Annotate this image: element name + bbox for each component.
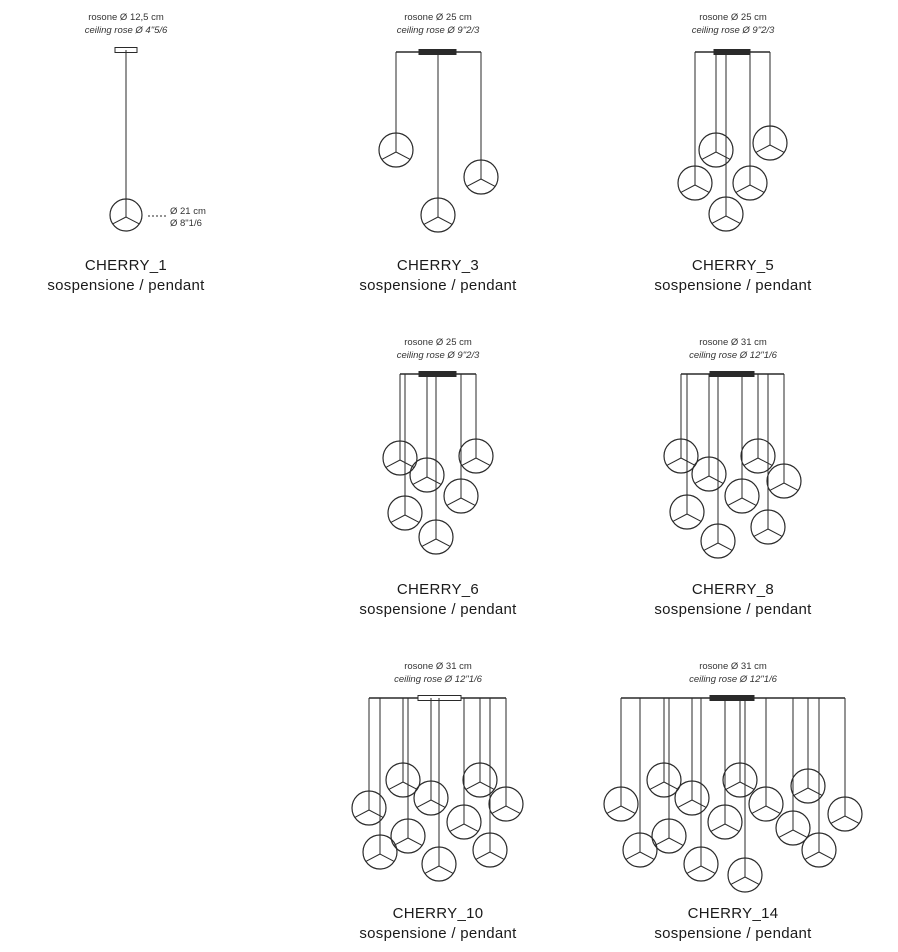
drawing-cherry-6 — [382, 371, 494, 555]
drawing-cherry-3 — [378, 49, 499, 233]
rose-size: rosone Ø 31 cm — [699, 661, 767, 672]
drawing-cherry-1 — [109, 47, 168, 232]
product-name-cherry-14: CHERRY_14 — [687, 905, 779, 922]
shade-inner-lines — [666, 457, 696, 466]
shade-inner-lines — [421, 538, 451, 547]
shade-dimension-cherry-1: Ø 21 cm Ø 8"1/6 — [170, 206, 206, 230]
shade-inner-lines — [725, 781, 755, 790]
shade-inner-lines — [491, 805, 521, 814]
ceiling-rose-spec-cherry-5: rosone Ø 25 cm ceiling rose Ø 9"2/3 — [633, 11, 833, 37]
ceiling-rose — [713, 49, 751, 55]
shade-inner-lines — [686, 865, 716, 874]
shade-inner-lines — [388, 781, 418, 790]
shade-inner-lines — [446, 497, 476, 506]
shade-inner-lines — [654, 837, 684, 846]
shade-diameter-cm: Ø 21 cm — [170, 206, 206, 217]
shade-inner-lines — [778, 829, 808, 838]
shade-inner-lines — [393, 837, 423, 846]
shade-inner-lines — [606, 805, 636, 814]
shade-inner-lines — [753, 528, 783, 537]
rose-size: rosone Ø 31 cm — [699, 337, 767, 348]
shade-inner-lines — [793, 787, 823, 796]
shade-inner-lines — [755, 144, 785, 153]
shade-inner-lines — [465, 781, 495, 790]
product-name-cherry-5: CHERRY_5 — [691, 257, 775, 274]
rose-size: rosone Ø 31 cm — [404, 661, 472, 672]
ceiling-rose-spec-cherry-6: rosone Ø 25 cm ceiling rose Ø 9"2/3 — [338, 336, 538, 362]
shade-inner-lines — [727, 497, 757, 506]
shade-inner-lines — [751, 805, 781, 814]
ceiling-rose-size: ceiling rose Ø 12"1/6 — [394, 674, 482, 685]
shade-inner-lines — [711, 215, 741, 224]
product-type-cherry-10: sospensione / pendant — [359, 925, 517, 942]
product-type-cherry-3: sospensione / pendant — [359, 277, 517, 294]
shade-inner-lines — [769, 482, 799, 491]
rose-size: rosone Ø 12,5 cm — [88, 12, 164, 23]
product-type-cherry-1: sospensione / pendant — [47, 277, 205, 294]
shade-inner-lines — [649, 781, 679, 790]
shade-inner-lines — [830, 815, 860, 824]
rose-size: rosone Ø 25 cm — [404, 337, 472, 348]
shade-inner-lines — [672, 513, 702, 522]
shade-inner-lines — [743, 457, 773, 466]
shade-inner-lines — [461, 457, 491, 466]
ceiling-rose — [709, 371, 755, 377]
shade-inner-lines — [423, 216, 453, 225]
rose-size: rosone Ø 25 cm — [404, 12, 472, 23]
shade-inner-lines — [424, 865, 454, 874]
product-type-cherry-6: sospensione / pendant — [359, 601, 517, 618]
shade-inner-lines — [390, 514, 420, 523]
product-name-cherry-1: CHERRY_1 — [84, 257, 168, 274]
ceiling-rose-spec-cherry-1: rosone Ø 12,5 cm ceiling rose Ø 4"5/6 — [26, 11, 226, 37]
shade-inner-lines — [701, 151, 731, 160]
shade-inner-lines — [449, 823, 479, 832]
shade-inner-lines — [735, 184, 765, 193]
ceiling-rose-size: ceiling rose Ø 9"2/3 — [396, 25, 480, 36]
ceiling-rose-size: ceiling rose Ø 9"2/3 — [396, 350, 480, 361]
shade-inner-lines — [416, 799, 446, 808]
shade-inner-lines — [466, 178, 496, 187]
drawing-cherry-14 — [603, 695, 863, 893]
shade-inner-lines — [365, 853, 395, 862]
shade-inner-lines — [804, 851, 834, 860]
product-name-cherry-3: CHERRY_3 — [396, 257, 480, 274]
shade-inner-lines — [385, 459, 415, 468]
product-name-cherry-10: CHERRY_10 — [392, 905, 484, 922]
product-type-cherry-14: sospensione / pendant — [654, 925, 812, 942]
product-type-cherry-8: sospensione / pendant — [654, 601, 812, 618]
rose-size: rosone Ø 25 cm — [699, 12, 767, 23]
ceiling-rose-spec-cherry-10: rosone Ø 31 cm ceiling rose Ø 12"1/6 — [338, 660, 538, 686]
shade-inner-lines — [412, 476, 442, 485]
ceiling-rose-spec-cherry-8: rosone Ø 31 cm ceiling rose Ø 12"1/6 — [633, 336, 833, 362]
ceiling-rose — [418, 371, 457, 377]
shade-inner-lines — [625, 851, 655, 860]
shade-inner-lines — [354, 809, 384, 818]
shade-inner-lines — [703, 542, 733, 551]
ceiling-rose — [709, 695, 755, 701]
shade-inner-lines — [475, 851, 505, 860]
shade-inner-lines — [112, 216, 140, 225]
product-name-cherry-6: CHERRY_6 — [396, 581, 480, 598]
product-name-cherry-8: CHERRY_8 — [691, 581, 775, 598]
shade-inner-lines — [680, 184, 710, 193]
ceiling-rose-size: ceiling rose Ø 4"5/6 — [84, 25, 168, 36]
drawing-cherry-8 — [663, 371, 802, 559]
shade-inner-lines — [694, 475, 724, 484]
ceiling-rose-spec-cherry-14: rosone Ø 31 cm ceiling rose Ø 12"1/6 — [633, 660, 833, 686]
shade-inner-lines — [677, 799, 707, 808]
drawing-cherry-5 — [677, 49, 788, 232]
ceiling-rose-spec-cherry-3: rosone Ø 25 cm ceiling rose Ø 9"2/3 — [338, 11, 538, 37]
drawing-cherry-10 — [351, 695, 524, 882]
shade-inner-lines — [730, 876, 760, 885]
ceiling-rose-size: ceiling rose Ø 12"1/6 — [689, 350, 777, 361]
ceiling-rose-size: ceiling rose Ø 9"2/3 — [691, 25, 775, 36]
shade-diameter-in: Ø 8"1/6 — [170, 218, 202, 229]
product-type-cherry-5: sospensione / pendant — [654, 277, 812, 294]
shade-inner-lines — [710, 823, 740, 832]
ceiling-rose-size: ceiling rose Ø 12"1/6 — [689, 674, 777, 685]
shade-inner-lines — [381, 151, 411, 160]
